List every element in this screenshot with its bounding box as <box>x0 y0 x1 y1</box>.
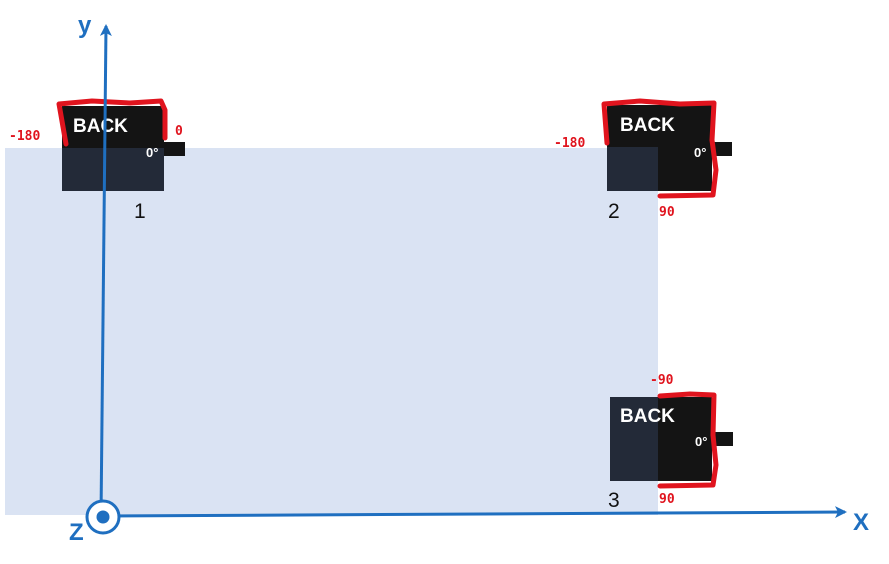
sensor-2: BACK 0° -180 90 2 <box>554 98 732 223</box>
sensor-1: BACK 0° -180 0 1 <box>9 98 185 223</box>
sensor-3-connector <box>712 432 733 446</box>
sensor-3-back-label: BACK <box>620 406 675 427</box>
y-axis <box>99 24 112 518</box>
sensor-1-back-cap <box>62 106 164 148</box>
sensor-3-right-cap <box>658 397 712 481</box>
sensor-2-number: 2 <box>608 200 620 223</box>
sensor-1-number: 1 <box>134 200 146 223</box>
sensor-2-back-outline <box>601 98 719 199</box>
sensor-3-angle-top: -90 <box>650 373 674 388</box>
x-axis <box>109 506 847 519</box>
sensor-3-number: 3 <box>608 489 620 512</box>
sensor-3: BACK 0° -90 90 3 <box>608 373 733 512</box>
sensor-2-zero-label: 0° <box>694 145 706 160</box>
sensor-2-back-label: BACK <box>620 115 675 136</box>
origin-dot <box>96 510 110 524</box>
work-area <box>5 148 658 515</box>
sensor-1-angle-right: 0 <box>175 124 183 139</box>
z-axis-label: Z <box>69 519 84 546</box>
sensor-2-angle-left: -180 <box>554 136 585 151</box>
sensor-1-back-label: BACK <box>73 116 128 137</box>
x-axis-label: X <box>853 509 869 536</box>
sensor-3-angle-bottom: 90 <box>659 492 675 507</box>
sensor-1-back-outline <box>56 98 168 147</box>
sensor-3-back-outline <box>657 391 719 489</box>
sensor-2-angle-bottom: 90 <box>659 205 675 220</box>
sensor-1-angle-left: -180 <box>9 129 40 144</box>
sensor-1-zero-label: 0° <box>146 145 158 160</box>
sensor-2-connector <box>712 142 732 156</box>
y-axis-label: y <box>78 12 92 39</box>
sensor-2-right-cap <box>658 105 712 191</box>
sensor-1-connector <box>164 142 185 156</box>
sensor-3-zero-label: 0° <box>695 434 707 449</box>
